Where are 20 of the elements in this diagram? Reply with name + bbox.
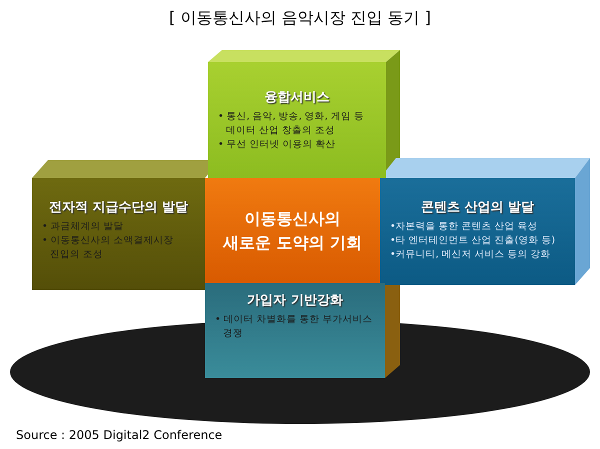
block-title: 콘텐츠 산업의 발달: [420, 199, 536, 216]
bullet-text: •타 엔터테인먼트 산업 진출(영화 등): [390, 234, 556, 248]
bullet-text: • 데이터 차별화를 통한 부가서비스 경쟁: [215, 313, 374, 341]
block-title: 이동통신사의 새로운 도약의 기회: [222, 208, 364, 254]
content-block: [380, 178, 575, 285]
center-block: [205, 178, 380, 283]
bullet-text: • 무선 인터넷 이용의 확산: [218, 138, 337, 152]
bullet-text: • 통신, 음악, 방송, 영화, 게임 등 데이터 산업 창출의 조성: [218, 110, 365, 138]
content-block: [208, 62, 386, 178]
content-block: [205, 283, 385, 378]
block-title: 전자적 지급수단의 발달: [48, 199, 190, 216]
title: [ 이동통신사의 음악시장 진입 동기 ]: [168, 8, 432, 29]
bullet-text: •커뮤니티, 메신저 서비스 등의 강화: [390, 248, 552, 262]
bullet-text: •자본력을 통한 콘텐츠 산업 육성: [390, 220, 539, 234]
bullet-text: • 이동통신사의 소액결제시장 진입의 조성: [42, 234, 175, 262]
content-block: [32, 178, 205, 290]
source-note: Source : 2005 Digital2 Conference: [16, 428, 222, 442]
block-title: 융합서비스: [264, 89, 330, 106]
block-title: 가입자 기반강화: [246, 292, 344, 309]
bullet-text: • 과금체계의 발달: [42, 220, 125, 234]
